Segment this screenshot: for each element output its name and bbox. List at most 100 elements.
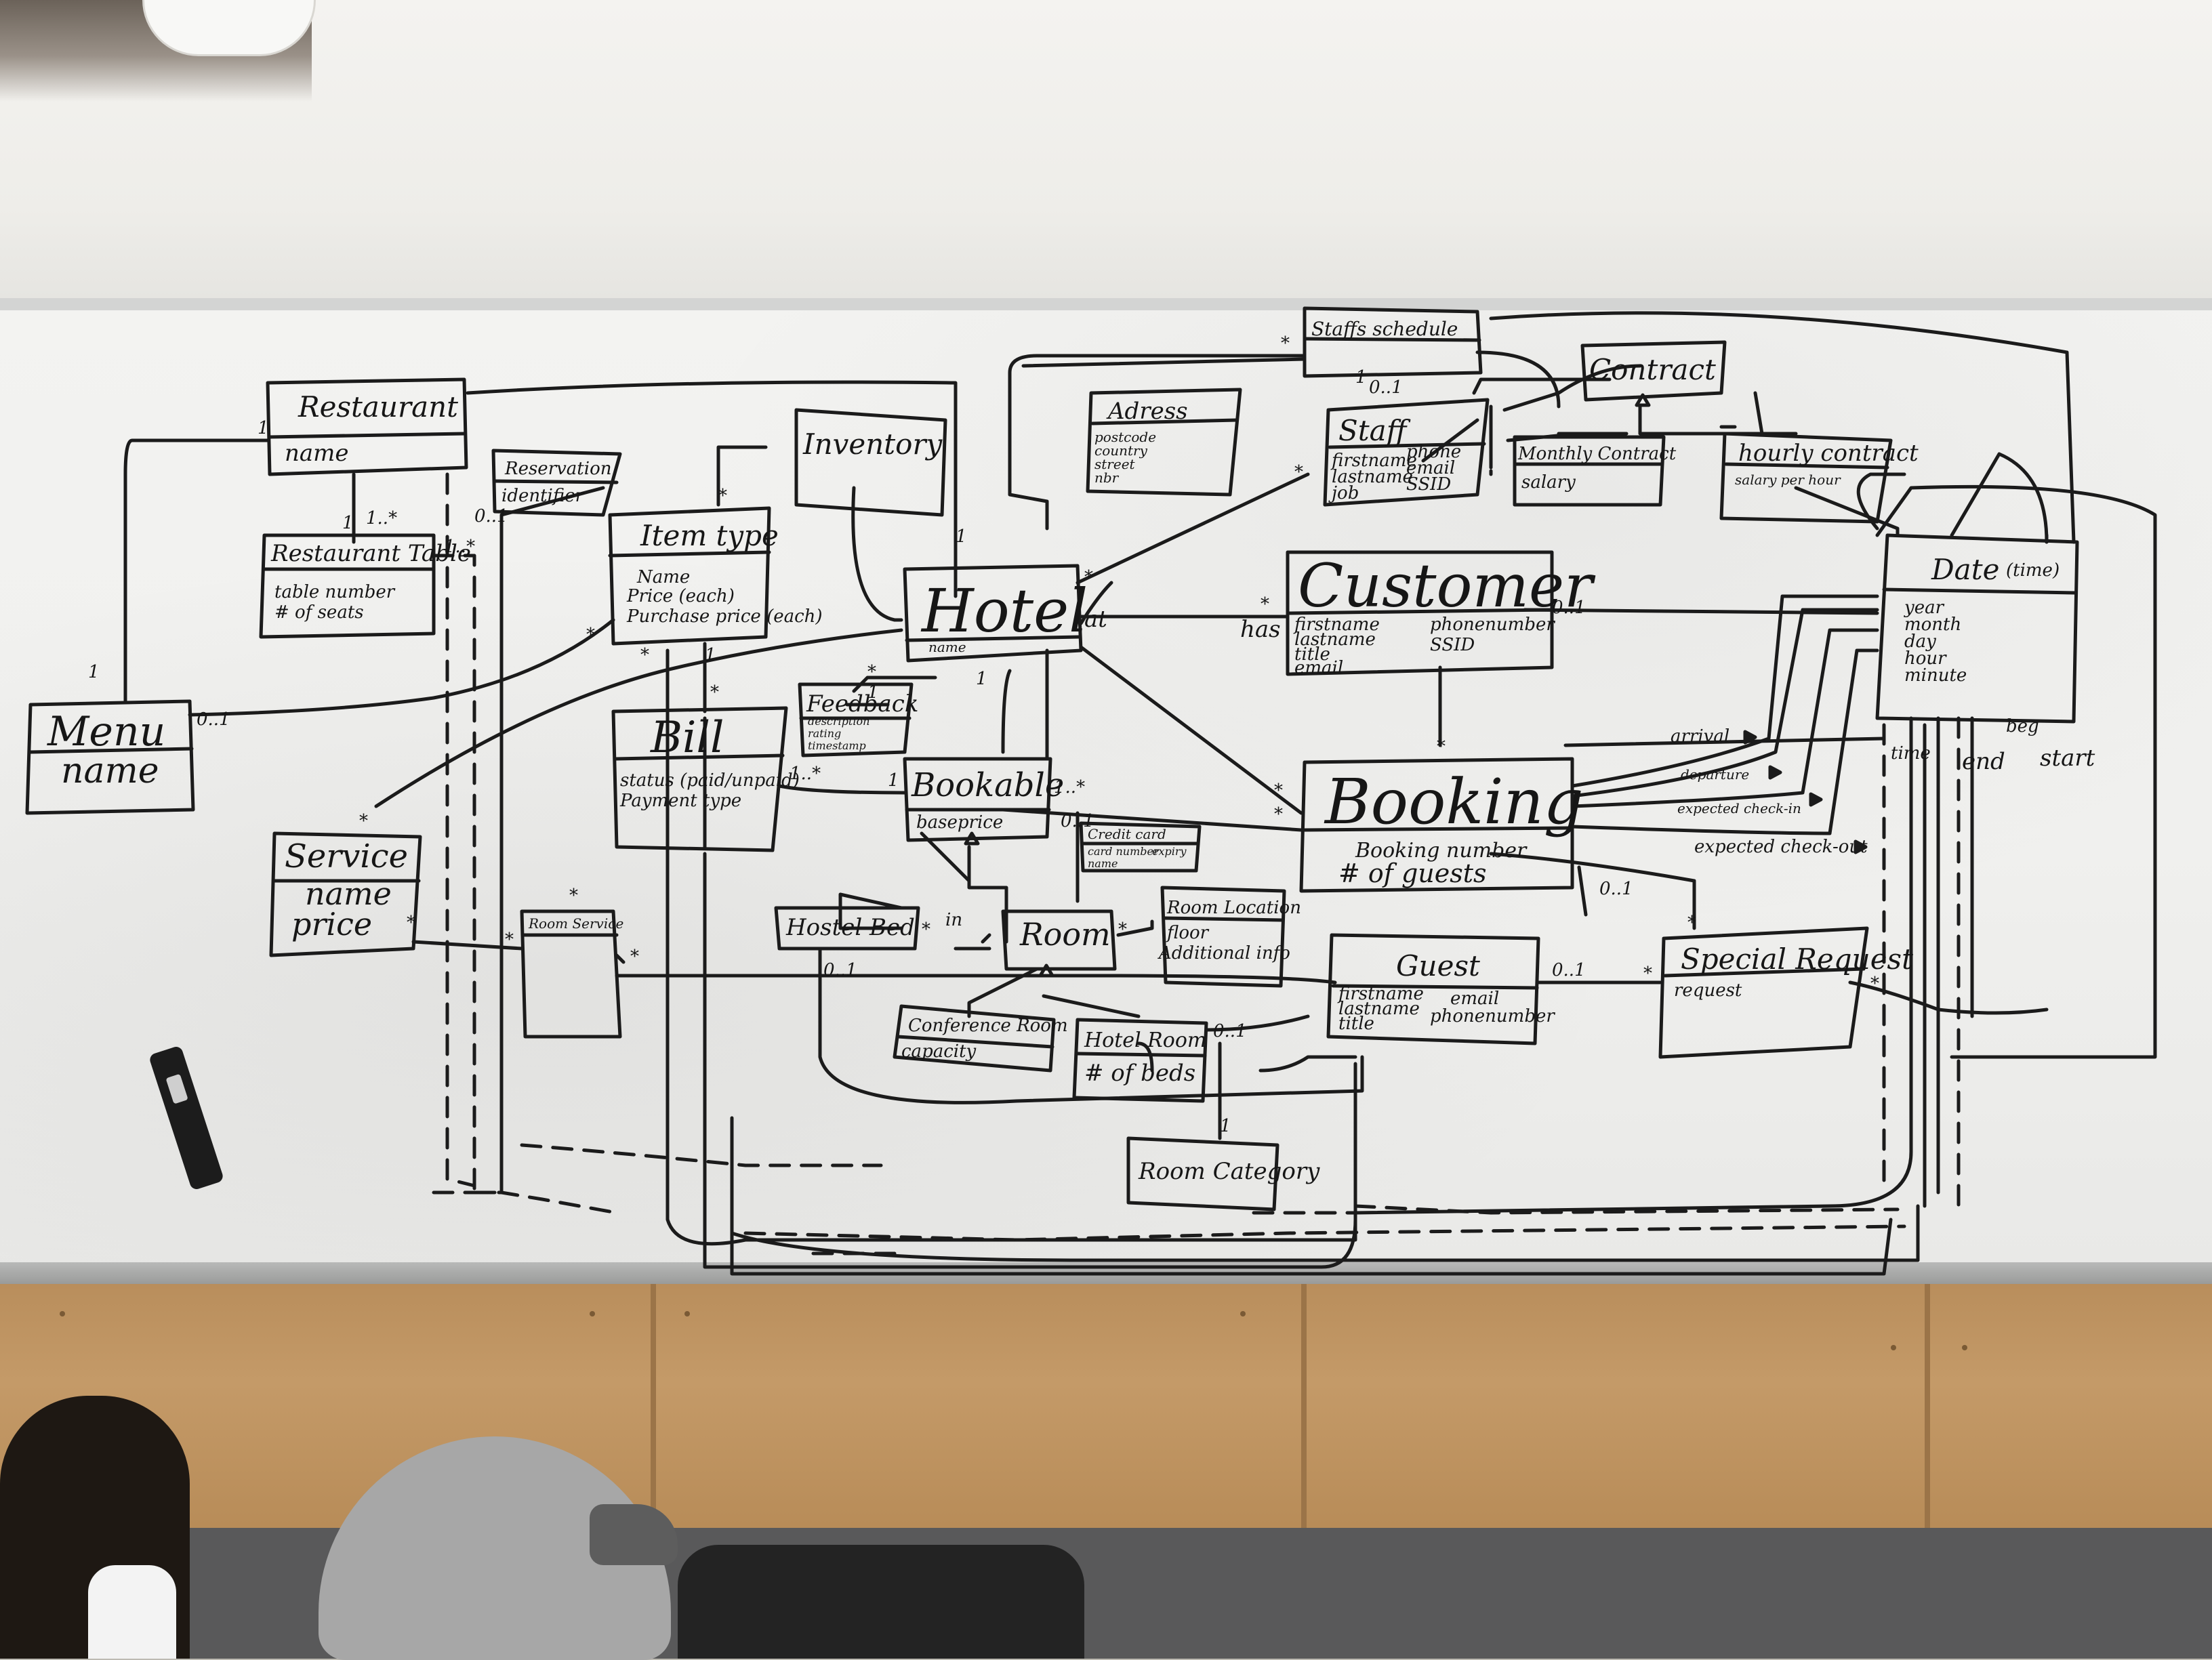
- svg-text:Inventory: Inventory: [802, 428, 943, 461]
- uml-class-feedback: Feedback description rating timestamp: [798, 682, 918, 758]
- svg-text:1: 1: [258, 418, 269, 438]
- svg-text:Name: Name: [636, 567, 690, 587]
- label-expected-check-out: expected check-out: [1694, 837, 1868, 857]
- uml-class-hostel-bed: Hostel Bed: [774, 906, 920, 951]
- screw: [684, 1311, 690, 1316]
- uml-class-booking: Booking Booking number # of guests: [1299, 757, 1584, 893]
- svg-text:*: *: [1870, 974, 1879, 994]
- ceiling: [0, 0, 2212, 298]
- svg-text:1: 1: [1220, 1116, 1231, 1136]
- svg-text:phonenumber: phonenumber: [1430, 1006, 1555, 1026]
- svg-text:0..1: 0..1: [1599, 879, 1633, 899]
- svg-text:Additional info: Additional info: [1158, 943, 1290, 963]
- svg-text:hourly contract: hourly contract: [1738, 440, 1919, 467]
- svg-text:Room Location: Room Location: [1166, 898, 1301, 918]
- svg-text:postcode: postcode: [1094, 429, 1156, 445]
- svg-text:Restaurant: Restaurant: [298, 390, 458, 423]
- svg-text:price: price: [291, 906, 372, 942]
- uml-class-service: Service name price: [269, 831, 422, 957]
- screw: [590, 1311, 595, 1316]
- svg-text:floor: floor: [1166, 923, 1210, 943]
- svg-text:*: *: [640, 645, 649, 665]
- svg-text:Guest: Guest: [1396, 949, 1480, 982]
- screw: [1240, 1311, 1246, 1316]
- label-arrival: arrival: [1671, 726, 1729, 747]
- svg-text:*: *: [505, 930, 514, 950]
- svg-text:phone: phone: [1406, 442, 1461, 462]
- svg-text:Reservation: Reservation: [504, 459, 611, 479]
- svg-text:Conference Room: Conference Room: [908, 1016, 1068, 1036]
- svg-text:0..1: 0..1: [197, 709, 230, 730]
- svg-text:Feedback: Feedback: [806, 690, 918, 718]
- uml-class-item-type: Item type Name Price (each) Purchase pri…: [608, 506, 823, 646]
- svg-text:*: *: [1643, 963, 1652, 984]
- svg-text:name: name: [61, 751, 159, 791]
- associations: [123, 311, 2157, 1276]
- label-time: time: [1891, 743, 1931, 764]
- uml-class-guest: Guest firstname lastname title email pho…: [1326, 933, 1555, 1045]
- multiplicities: 1..* 1 1..* 0..1 1 0..1 1 * * * 1 * 1..*…: [88, 333, 1879, 1136]
- wood-wall-panel: [0, 1284, 2212, 1528]
- svg-text:*: *: [586, 625, 595, 645]
- uml-class-date: Date (time) year month day hour minute: [1875, 533, 2079, 724]
- svg-text:name: name: [928, 639, 966, 655]
- svg-text:Staff: Staff: [1338, 414, 1411, 447]
- svg-text:1: 1: [888, 770, 899, 791]
- svg-text:Bill: Bill: [650, 713, 724, 763]
- whiteboard: [0, 310, 2212, 1262]
- svg-text:status (paid/unpaid): status (paid/unpaid): [620, 770, 800, 791]
- wood-seam: [1301, 1284, 1307, 1528]
- uml-class-room-category: Room Category: [1126, 1136, 1320, 1211]
- wood-seam: [651, 1284, 656, 1528]
- svg-text:Staffs schedule: Staffs schedule: [1311, 318, 1458, 340]
- svg-text:Room: Room: [1019, 916, 1111, 953]
- svg-text:0..1: 0..1: [1369, 377, 1403, 398]
- svg-text:email: email: [1450, 989, 1499, 1009]
- svg-text:nbr: nbr: [1094, 470, 1120, 486]
- uml-class-bookable: Bookable baseprice: [903, 757, 1064, 842]
- svg-text:# of guests: # of guests: [1338, 858, 1487, 888]
- svg-text:hour: hour: [1904, 648, 1947, 669]
- svg-text:name: name: [1088, 857, 1118, 870]
- label-start: start: [2040, 745, 2095, 772]
- svg-text:*: *: [1294, 462, 1303, 482]
- screw: [1891, 1345, 1896, 1350]
- screw: [60, 1311, 65, 1316]
- svg-text:identifier: identifier: [501, 486, 585, 506]
- label-expected-check-in: expected check-in: [1677, 800, 1801, 816]
- uml-class-staffs-schedule: Staffs schedule: [1303, 306, 1483, 378]
- svg-text:day: day: [1904, 631, 1936, 652]
- svg-text:(time): (time): [2006, 560, 2060, 581]
- svg-text:0..1: 0..1: [1552, 598, 1586, 618]
- uml-class-contract: Contract: [1580, 340, 1727, 402]
- svg-text:baseprice: baseprice: [916, 812, 1003, 833]
- svg-text:card number: card number: [1088, 845, 1160, 858]
- svg-text:*: *: [630, 947, 639, 967]
- svg-text:lastname: lastname: [1294, 629, 1376, 650]
- svg-text:1: 1: [342, 513, 354, 533]
- svg-text:*: *: [569, 886, 578, 906]
- svg-text:1: 1: [1355, 367, 1367, 388]
- uml-class-menu: Menu name: [25, 699, 195, 815]
- svg-text:1: 1: [956, 526, 967, 547]
- cap-brim: [590, 1504, 678, 1565]
- uml-class-customer: Customer firstname lastname title email …: [1286, 550, 1596, 678]
- uml-class-restaurant: Restaurant name: [266, 377, 468, 476]
- svg-text:minute: minute: [1904, 665, 1967, 686]
- uml-class-credit-card: Credit card card number name expiry: [1079, 821, 1202, 873]
- svg-text:firstname: firstname: [1330, 451, 1417, 471]
- uml-class-room-service: Room Service: [520, 909, 623, 1039]
- association-labels: at has arrival departure expected check-…: [945, 606, 2095, 930]
- svg-text:timestamp: timestamp: [808, 739, 866, 752]
- uml-class-monthly-contract: Monthly Contract salary: [1513, 435, 1677, 507]
- svg-text:0..1: 0..1: [1213, 1021, 1247, 1041]
- svg-text:Hotel Room: Hotel Room: [1084, 1029, 1206, 1052]
- svg-text:*: *: [359, 811, 368, 831]
- arrowheads: [1743, 730, 1868, 854]
- uml-class-hotel: Hotel name: [903, 564, 1088, 663]
- svg-text:month: month: [1904, 615, 1961, 635]
- svg-text:1..*: 1..*: [366, 508, 397, 528]
- svg-text:job: job: [1328, 483, 1359, 503]
- svg-text:Monthly Contract: Monthly Contract: [1517, 444, 1677, 464]
- label-beg: beg: [2006, 716, 2039, 736]
